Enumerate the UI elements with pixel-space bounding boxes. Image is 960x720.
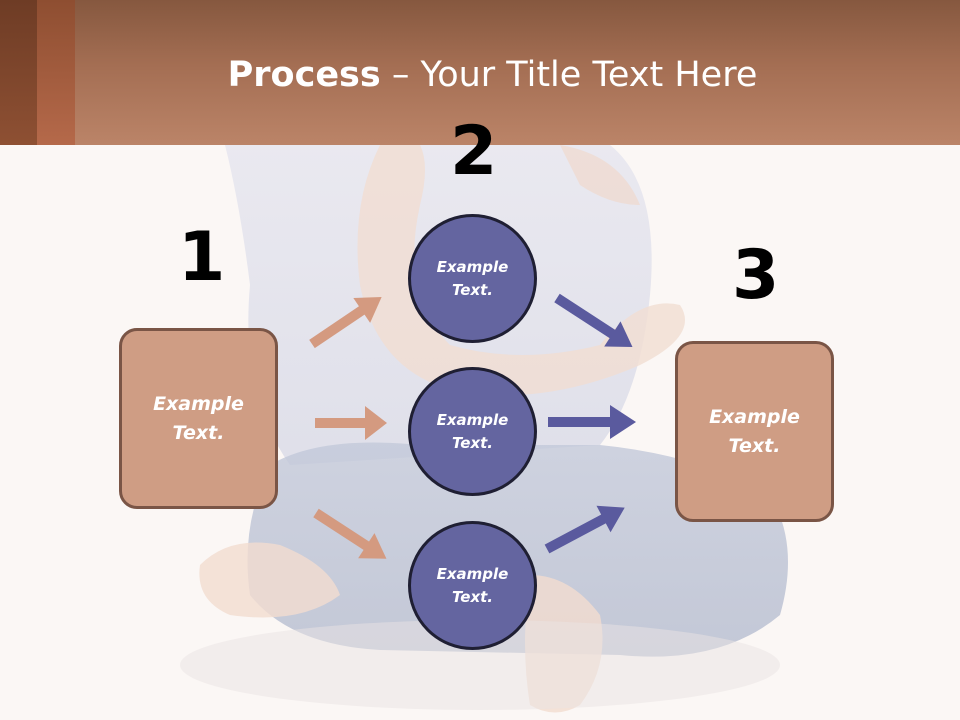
- title-bar: [0, 0, 960, 145]
- process-circle-3[interactable]: Example Text.: [408, 521, 537, 650]
- input-box[interactable]: Example Text.: [119, 328, 278, 509]
- input-box-text: Example Text.: [153, 392, 244, 444]
- slide-title[interactable]: Process – Your Title Text Here: [0, 55, 960, 95]
- output-box-text: Example Text.: [709, 405, 800, 457]
- step-number-1: 1: [178, 218, 226, 297]
- circle-text: Example Text.: [436, 564, 509, 606]
- circle-text: Example Text.: [436, 410, 509, 452]
- process-circle-2[interactable]: Example Text.: [408, 367, 537, 496]
- title-bold: Process: [227, 55, 381, 95]
- output-box[interactable]: Example Text.: [675, 341, 834, 522]
- process-circle-1[interactable]: Example Text.: [408, 214, 537, 343]
- step-number-3: 3: [732, 236, 780, 315]
- step-number-2: 2: [450, 112, 498, 191]
- accent-stripe: [0, 0, 37, 145]
- circle-text: Example Text.: [436, 257, 509, 299]
- title-rest: – Your Title Text Here: [380, 55, 758, 95]
- accent-stripe: [37, 0, 75, 145]
